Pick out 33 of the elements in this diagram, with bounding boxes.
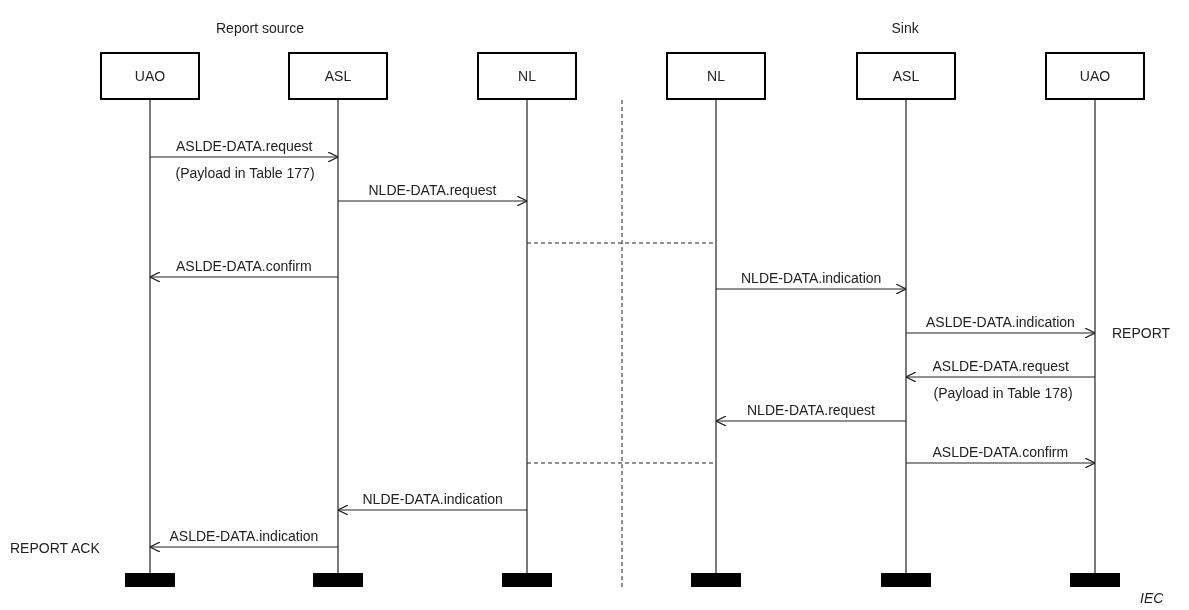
- message-label: ASLDE-DATA.request: [932, 358, 1069, 374]
- note-text: IEC: [1140, 590, 1164, 606]
- message-label: NLDE-DATA.indication: [362, 491, 503, 507]
- message-label: ASLDE-DATA.indication: [169, 528, 319, 544]
- message-label: NLDE-DATA.request: [747, 402, 875, 418]
- message-arrow: [905, 371, 1096, 383]
- participant-name: NL: [518, 68, 536, 84]
- participant-name: NL: [707, 68, 725, 84]
- note-text: (Payload in Table 178): [933, 385, 1073, 401]
- message-arrow: [149, 541, 339, 553]
- message-arrow: [715, 283, 907, 295]
- message-label: ASLDE-DATA.confirm: [176, 258, 312, 274]
- note-text: REPORT ACK: [10, 540, 100, 556]
- message-arrow: [149, 271, 339, 283]
- participant-name: ASL: [892, 68, 920, 84]
- message-arrow: [337, 504, 528, 516]
- message-arrow: [715, 415, 907, 427]
- message-label: NLDE-DATA.indication: [741, 270, 882, 286]
- message-arrow: [149, 151, 339, 163]
- message-arrow: [905, 327, 1096, 339]
- message-arrow: [905, 457, 1096, 469]
- participant-name: UAO: [1079, 68, 1111, 84]
- message-label: NLDE-DATA.request: [368, 182, 497, 198]
- participant-name: UAO: [134, 68, 166, 84]
- group-heading: Report source: [216, 20, 304, 36]
- message-arrow: [337, 195, 528, 207]
- note-text: REPORT: [1112, 325, 1171, 341]
- participant-name: ASL: [324, 68, 352, 84]
- message-label: ASLDE-DATA.indication: [926, 314, 1075, 330]
- group-heading: Sink: [891, 20, 919, 36]
- message-label: ASLDE-DATA.request: [176, 138, 313, 154]
- note-text: (Payload in Table 177): [175, 165, 315, 181]
- message-label: ASLDE-DATA.confirm: [932, 444, 1069, 460]
